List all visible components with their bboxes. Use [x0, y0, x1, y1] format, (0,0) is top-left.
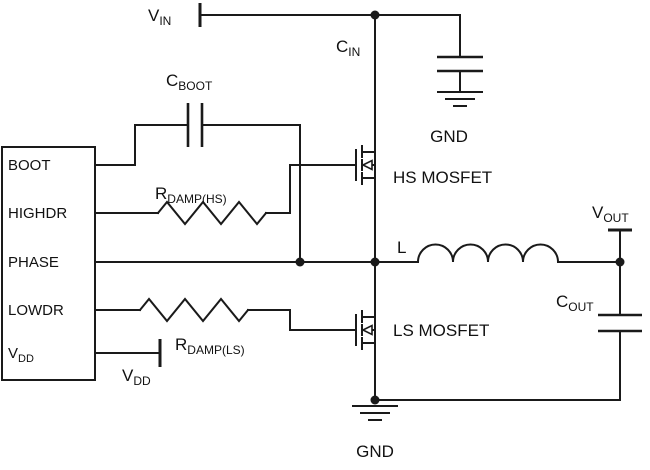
junction-dot-vin-drain: [370, 10, 380, 20]
pin-label-lowdr: LOWDR: [8, 302, 64, 319]
mosfet-ls: [355, 310, 376, 350]
wire-rdamp-ls-to-gate: [247, 309, 357, 331]
ground-symbol-top: [437, 91, 483, 107]
resistor-rdamp-hs: [156, 200, 268, 226]
gnd-top-label: GND: [430, 127, 468, 146]
cin-label: CIN: [336, 37, 360, 59]
resistor-rdamp-ls: [138, 297, 250, 323]
driver-ic-box: [1, 146, 96, 381]
junction-dot-cboot-phase: [295, 257, 305, 267]
mosfet-hs: [355, 145, 376, 185]
gnd-bottom-label: GND: [356, 442, 394, 461]
ls-mosfet-label: LS MOSFET: [393, 321, 489, 340]
wire-rdamp-hs-to-gate: [265, 164, 357, 214]
pin-label-boot: BOOT: [8, 157, 51, 174]
cout-label: COUT: [556, 292, 594, 314]
pin-label-phase: PHASE: [8, 254, 59, 271]
inductor-label: L: [397, 238, 406, 257]
vout-label: VOUT: [592, 203, 629, 225]
junction-dot-vout: [615, 257, 625, 267]
rdamp-hs-label: RDAMP(HS): [155, 184, 227, 206]
vin-label: VIN: [148, 6, 171, 28]
inductor-l: [416, 243, 560, 264]
ground-symbol-bottom: [352, 405, 398, 421]
mosfet-ls-body-arrow-icon: [361, 324, 373, 336]
junction-dot-switch-node: [370, 257, 380, 267]
junction-dot-ground: [370, 395, 380, 405]
hs-mosfet-label: HS MOSFET: [393, 168, 492, 187]
rdamp-ls-label: RDAMP(LS): [175, 335, 245, 357]
pin-label-highdr: HIGHDR: [8, 205, 67, 222]
wire-cboot-to-phase: [201, 124, 301, 263]
mosfet-hs-body-arrow-icon: [361, 159, 373, 171]
vdd-supply-label: VDD: [122, 366, 151, 388]
pin-label-vdd: VDD: [8, 345, 34, 365]
cboot-label: CBOOT: [166, 71, 213, 93]
wire-boot-to-cboot: [94, 124, 189, 166]
